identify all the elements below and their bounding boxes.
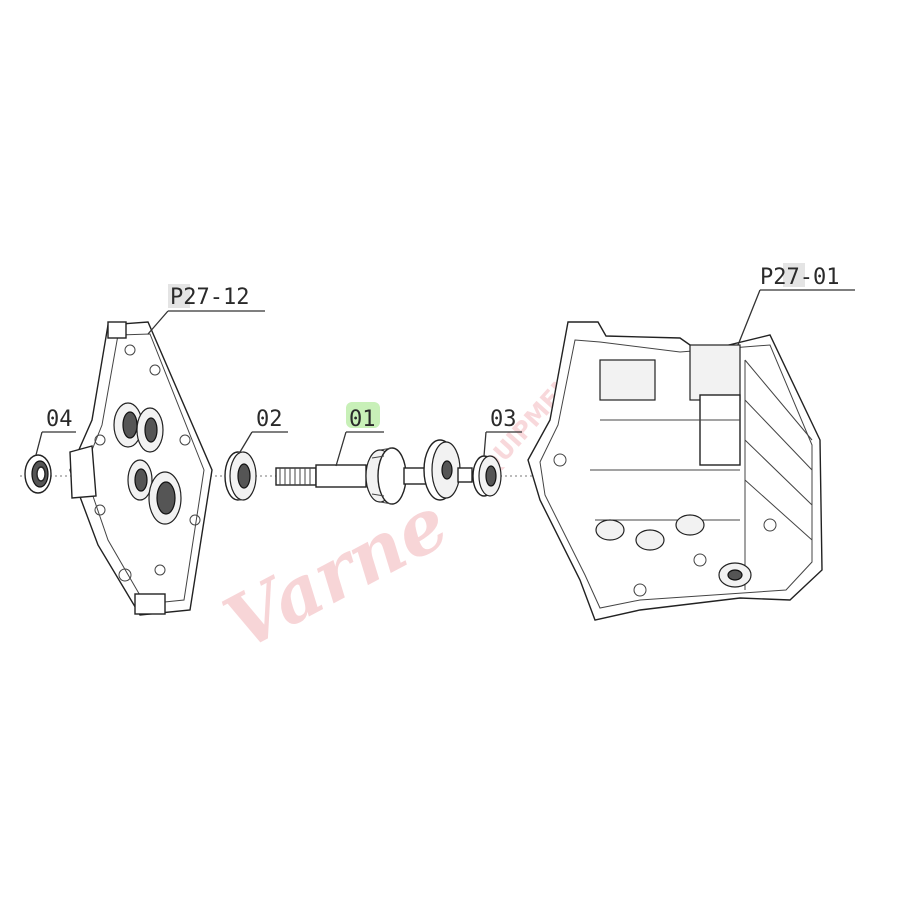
part-02-bearing (224, 451, 257, 501)
callout-04: 04 (35, 407, 76, 456)
callout-p27-12-tag (168, 284, 190, 308)
part-p27-01-housing (527, 321, 823, 621)
callout-01-label: 01 (349, 407, 376, 432)
watermark-script: Varne (211, 480, 462, 668)
callout-01: 01 (335, 402, 384, 467)
part-01-gear-shaft (275, 439, 473, 505)
callout-01-highlight (346, 402, 380, 428)
part-03-bearing (472, 455, 502, 497)
part-p27-12-cover (69, 321, 213, 616)
callout-p27-01-tag (783, 263, 805, 287)
callout-p27-12: P27-12 (147, 284, 265, 335)
callout-02-label: 02 (256, 407, 283, 432)
callout-04-label: 04 (46, 407, 73, 432)
callout-02: 02 (239, 407, 288, 453)
part-04-seal (24, 454, 52, 494)
callout-p27-01-label: P27-01 (760, 265, 839, 290)
callout-03-label: 03 (490, 407, 517, 432)
callout-p27-12-label: P27-12 (170, 285, 249, 310)
callout-p27-01: P27-01 (737, 263, 855, 346)
watermark: Varne EQUIPMENT (211, 356, 591, 667)
callout-03: 03 (483, 407, 522, 457)
